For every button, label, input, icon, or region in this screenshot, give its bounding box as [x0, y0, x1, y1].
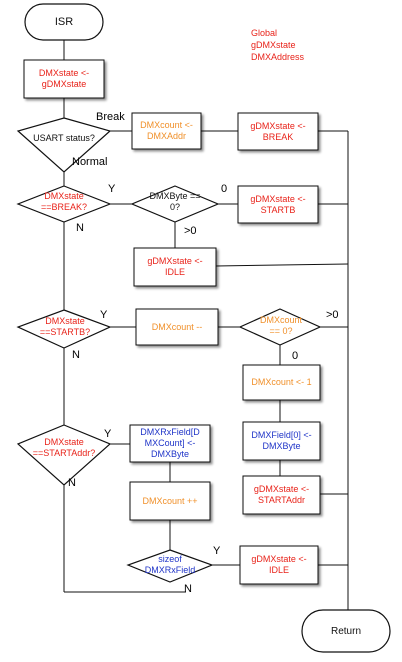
assign-state-label: DMXstate <- gDMXstate [38, 68, 90, 89]
diamond-state-startaddr [16, 424, 112, 486]
edge-gt0-1: >0 [184, 225, 197, 237]
gstate-break-label: gDMXstate <- BREAK [250, 120, 306, 142]
diamond-state-startb [16, 309, 112, 349]
box-gstate-startb [237, 185, 319, 224]
edge-n3: N [68, 477, 76, 489]
isr-terminator [24, 3, 104, 41]
state-startb-label: DMXstate ==STARTB? [39, 316, 91, 337]
connector-lines [63, 40, 349, 610]
box-gstate-break [237, 112, 319, 151]
dmxfield-zero-label: DMXField[0] <-DMXByte [251, 430, 312, 451]
box-gstate-startaddr [242, 475, 321, 515]
edge-normal: Normal [72, 156, 108, 168]
edge-y4: Y [213, 545, 221, 557]
edge-y2: Y [100, 309, 108, 321]
global-note-line2: gDMXstate [251, 40, 296, 50]
dmxcount-dec-label: DMXcount -- [151, 321, 203, 332]
global-note: Global gDMXstate DMXAddress [251, 27, 304, 63]
isr-label: ISR [54, 15, 74, 28]
edge-n1: N [76, 222, 84, 234]
gstate-idle-2-label: gDMXstate <- IDLE [251, 554, 307, 575]
gstate-startb-label: gDMXstate <- STARTB [250, 193, 306, 215]
diamond-dmxcount-zero [238, 308, 322, 346]
dmxcount-zero-label: DMXcount == 0? [259, 315, 303, 336]
box-dmxcount-addr [131, 112, 202, 150]
edge-n2: N [72, 349, 80, 361]
edge-break: Break [96, 111, 125, 123]
box-gstate-idle-2 [239, 545, 319, 585]
edge-zero2: 0 [292, 350, 299, 362]
rxfield-assign-label: DMXRxField[D MXCount] <-DMXByte [140, 427, 200, 459]
return-label: Return [330, 625, 361, 637]
diamond-dmxbyte-zero [130, 185, 220, 223]
edge-n4: N [184, 583, 192, 595]
decision-diamonds [16, 117, 322, 583]
box-dmxcount-one [242, 364, 321, 401]
dmxcount-addr-label: DMXcount <- DMXAddr [140, 120, 193, 141]
edge-y1: Y [108, 183, 116, 195]
box-assign-state [23, 59, 105, 99]
edge-zero1: 0 [221, 183, 228, 195]
state-break-label: DMXstate ==BREAK? [40, 191, 88, 212]
process-boxes [23, 59, 321, 585]
box-rxfield-assign [129, 424, 211, 463]
dmxcount-one-label: DMXcount <- 1 [251, 377, 312, 387]
global-note-line1: Global [251, 28, 278, 38]
diamond-state-break [16, 185, 112, 223]
state-startaddr-label: DMXstate ==STARTAddr? [32, 437, 96, 458]
diamond-sizeof [126, 549, 214, 583]
global-note-line3: DMXAddress [251, 52, 305, 62]
return-terminator [301, 609, 391, 653]
edge-gt0-2: >0 [326, 309, 339, 321]
box-gstate-idle-1 [133, 247, 217, 287]
dmxbyte-zero-label: DMXByte == 0? [149, 191, 201, 212]
edge-y3: Y [104, 428, 112, 440]
gstate-idle-1-label: gDMXstate <- IDLE [147, 256, 203, 277]
box-dmxfield-zero [242, 421, 321, 461]
sizeof-label: sizeof DMXRxField [144, 554, 196, 575]
box-dmxcount-dec [135, 308, 219, 346]
usart-status-label: USART status? [33, 132, 95, 143]
gstate-startaddr-label: gDMXstate <- STARTAddr [253, 484, 310, 505]
dmxcount-inc-label: DMXcount ++ [142, 495, 198, 506]
diamond-usart-status [16, 117, 112, 173]
box-dmxcount-inc [129, 481, 211, 521]
